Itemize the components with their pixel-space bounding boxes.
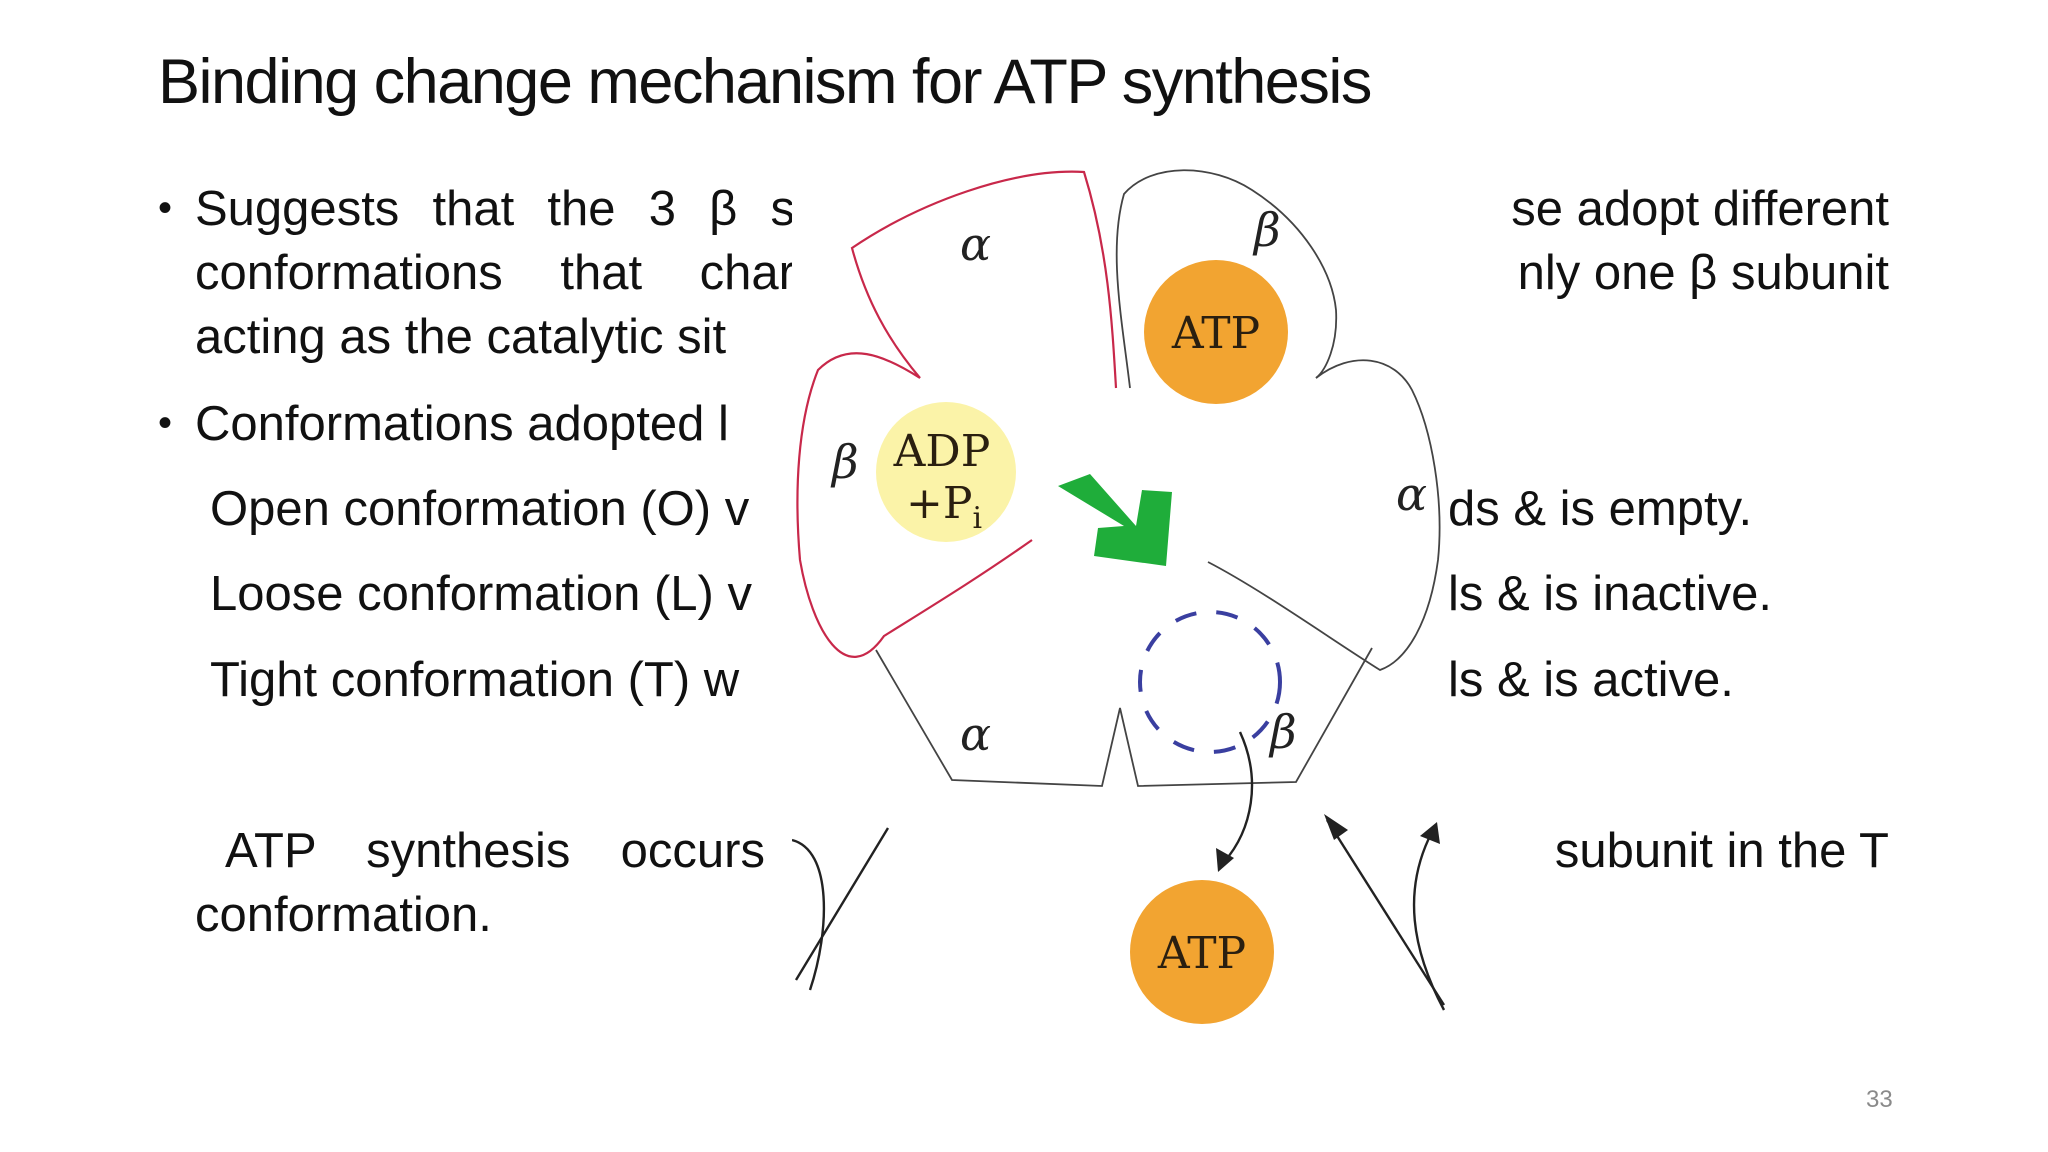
atp-top-label: ATP — [1171, 308, 1260, 359]
alpha-right-outline — [1207, 359, 1441, 671]
beta-label-top: β — [1252, 203, 1281, 257]
atp-bottom-label: ATP — [1157, 928, 1246, 979]
bottom-left-lines — [792, 827, 890, 991]
tight-conformation-left: Tight conformation (T) w — [210, 653, 740, 707]
lower-pentagon-outline — [875, 647, 1373, 787]
final-line-2: conformation. — [195, 888, 492, 942]
beta-top-outline — [1115, 169, 1338, 389]
release-arrow-curve — [1223, 731, 1254, 863]
bottom-right-arrow-1 — [1325, 819, 1446, 1006]
beta-label-left: β — [830, 435, 859, 489]
atp-synthase-diagram: α β β α α β ATP ADP +Pi ATP — [792, 169, 1446, 1024]
green-arrow — [1058, 474, 1172, 566]
page-number: 33 — [1866, 1086, 1893, 1113]
bullet-2-marker: • — [158, 401, 173, 445]
pi-label: +Pi — [906, 478, 982, 536]
adp-pi-circle — [876, 402, 1016, 542]
atp-top-circle — [1144, 260, 1288, 404]
loose-conformation-right: ls & is inactive. — [1448, 567, 1773, 621]
open-conformation-right: ds & is empty. — [1448, 482, 1753, 536]
loose-conformation-left: Loose conformation (L) v — [210, 567, 752, 621]
atp-synthase-figure: α β β α α β ATP ADP +Pi ATP — [792, 160, 1448, 1152]
bottom-right-arrowhead-1 — [1324, 814, 1348, 840]
atp-bottom-circle — [1130, 880, 1274, 1024]
bullet-1-line-1-right: se adopt different — [1511, 182, 1889, 236]
bullet-1-line-1-left: Suggests that the 3 β s — [195, 182, 795, 236]
alpha-label-right: α — [1396, 467, 1427, 521]
slide-title: Binding change mechanism for ATP synthes… — [158, 47, 1372, 117]
alpha-label-top-left: α — [960, 217, 991, 271]
bullet-1-line-2-right: nly one β subunit — [1517, 246, 1889, 300]
bullet-1-line-2-left: conformations that char — [195, 246, 795, 300]
dashed-empty-site — [1138, 610, 1282, 754]
red-subunit-outline — [796, 170, 1118, 658]
alpha-label-bottom-left: α — [960, 707, 991, 761]
bottom-right-arrow-2 — [1412, 831, 1446, 1011]
final-line-1-left: ATP synthesis occurs — [225, 824, 765, 878]
adp-label: ADP — [893, 426, 991, 477]
pi-main: +P — [906, 478, 972, 529]
final-line-1-right: subunit in the T — [1554, 824, 1889, 878]
bullet-2-left: Conformations adopted l — [195, 397, 729, 451]
tight-conformation-right: ls & is active. — [1448, 653, 1734, 707]
open-conformation-left: Open conformation (O) v — [210, 482, 750, 536]
bullet-1-line-3-left: acting as the catalytic sit — [195, 310, 727, 364]
release-arrowhead — [1216, 848, 1234, 872]
beta-label-bottom-right: β — [1268, 705, 1297, 759]
bullet-1-marker: • — [158, 186, 173, 230]
bottom-right-arrowhead-2 — [1420, 822, 1440, 844]
pi-subscript: i — [972, 501, 982, 536]
